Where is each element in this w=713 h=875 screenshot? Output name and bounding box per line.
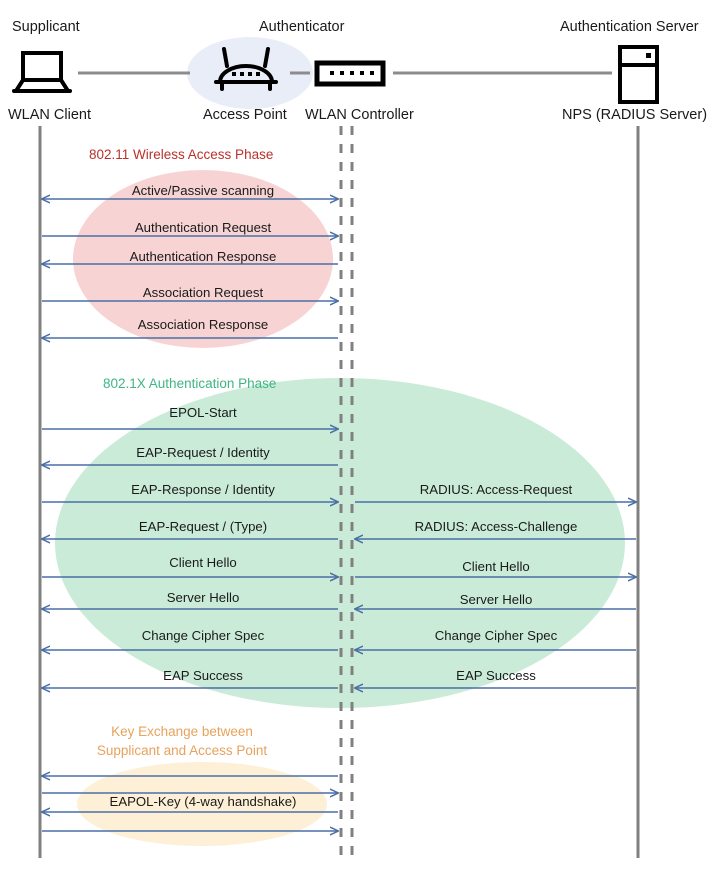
message-label-eap-request-type: EAP-Request / (Type): [138, 519, 268, 534]
role-title-supplicant: Supplicant: [12, 19, 80, 35]
message-label-eap-request-identity: EAP-Request / Identity: [136, 445, 270, 460]
server-icon: [618, 45, 659, 104]
arrow-group-dot1x-left: [42, 429, 338, 688]
role-title-authentication-server: Authentication Server: [560, 19, 699, 35]
message-label-client-hello-left: Client Hello: [169, 555, 237, 570]
message-label-change-cipher-spec-left: Change Cipher Spec: [141, 628, 265, 643]
message-label-eap-success-left: EAP Success: [163, 668, 243, 683]
message-label-radius-access-request: RADIUS: Access-Request: [419, 482, 573, 497]
message-label-association-request: Association Request: [142, 285, 264, 300]
phase-label-dot1x: 802.1X Authentication Phase: [103, 376, 277, 391]
message-label-eap-response-identity: EAP-Response / Identity: [131, 482, 275, 497]
message-label-server-hello-right: Server Hello: [459, 592, 533, 607]
arrow-group-key-exchange: [42, 776, 338, 831]
phase-ellipse-key-exchange: [77, 762, 327, 846]
message-label-epol-start: EPOL-Start: [169, 405, 237, 420]
phase-label-key-exchange-line2: Supplicant and Access Point: [96, 743, 268, 758]
phase-label-key-exchange: Key Exchange between Supplicant and Acce…: [97, 722, 267, 760]
message-label-active-passive-scanning: Active/Passive scanning: [131, 183, 275, 198]
arrow-group-wireless-access: [42, 199, 338, 338]
message-label-eapol-key: EAPOL-Key (4-way handshake): [109, 794, 297, 809]
message-label-authentication-request: Authentication Request: [134, 220, 272, 235]
wlan-controller-icon: [314, 60, 386, 87]
device-label-wlan-controller: WLAN Controller: [305, 107, 414, 123]
message-label-change-cipher-spec-right: Change Cipher Spec: [434, 628, 558, 643]
arrow-group-dot1x-right: [355, 502, 636, 688]
device-label-nps-radius-server: NPS (RADIUS Server): [562, 107, 708, 123]
role-title-authenticator: Authenticator: [259, 19, 345, 35]
device-label-access-point: Access Point: [203, 107, 287, 123]
phase-label-wireless-access: 802.11 Wireless Access Phase: [89, 147, 274, 162]
access-point-icon: [214, 47, 278, 91]
message-label-authentication-response: Authentication Response: [129, 249, 277, 264]
phase-label-key-exchange-line1: Key Exchange between: [111, 724, 253, 739]
phase-ellipse-wireless-access: [73, 170, 333, 348]
message-label-association-response: Association Response: [137, 317, 269, 332]
message-label-radius-access-challenge: RADIUS: Access-Challenge: [414, 519, 578, 534]
laptop-icon: [12, 51, 72, 93]
message-label-eap-success-right: EAP Success: [456, 668, 536, 683]
message-label-client-hello-right: Client Hello: [462, 559, 530, 574]
message-label-server-hello-left: Server Hello: [166, 590, 240, 605]
device-label-wlan-client: WLAN Client: [8, 107, 91, 123]
